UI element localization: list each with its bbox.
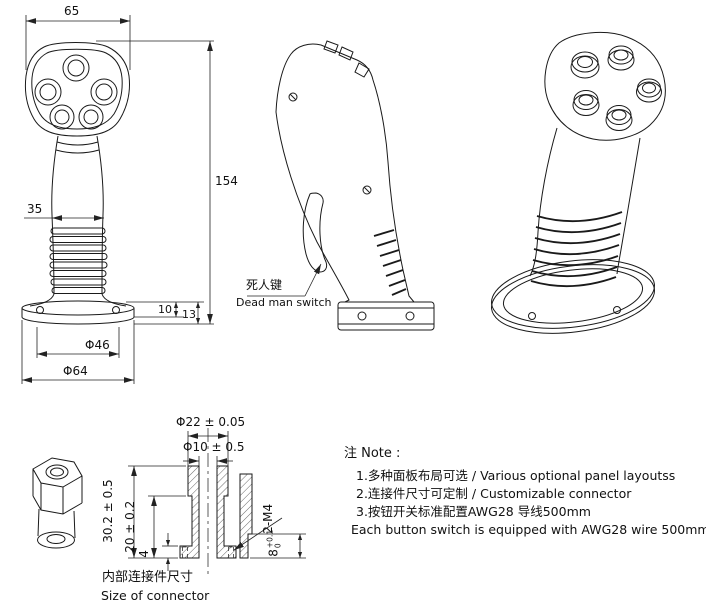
front-view	[21, 42, 135, 325]
notes-title: 注 Note :	[344, 446, 401, 461]
dead-man-switch-label-cn: 死人键	[246, 278, 283, 292]
dim-label-flange-height: 13	[182, 308, 196, 321]
front-view-dimensions	[21, 15, 214, 384]
note-line-2: 2.连接件尺寸可定制 / Customizable connector	[356, 486, 632, 501]
note-line-1: 1.多种面板布局可选 / Various optional panel layo…	[356, 468, 676, 483]
dim-label-base-diameter: Φ64	[63, 364, 88, 378]
dim-tab-tolerance: +0.1 0	[265, 529, 283, 549]
connector-caption-en: Size of connector	[101, 588, 210, 603]
connector-caption-cn: 内部连接件尺寸	[102, 570, 194, 585]
dim-label-tab-height: 8 +0.1 0	[265, 529, 283, 557]
dim-label-bolt-circle: Φ46	[85, 338, 110, 352]
dim-label-total-height: 154	[215, 174, 238, 188]
dead-man-switch-label-en: Dead man switch	[236, 296, 332, 309]
connector-3d-view	[32, 457, 83, 549]
dim-label-connector-body-height: 20 ± 0.2	[123, 500, 138, 553]
dim-label-flange-lip: 10	[158, 303, 172, 316]
dim-label-flange-thickness: 4	[137, 550, 152, 558]
note-line-4: Each button switch is equipped with AWG2…	[351, 522, 706, 537]
dim-label-connector-total-height: 30.2 ± 0.5	[101, 479, 116, 543]
dim-tab-value: 8	[266, 549, 281, 557]
connector-section-view	[128, 428, 306, 576]
dim-label-connector-bore: Φ10 ± 0.5	[183, 440, 245, 454]
dim-label-head-width: 65	[64, 4, 80, 18]
perspective-view	[491, 32, 666, 334]
dim-label-connector-od: Φ22 ± 0.05	[176, 415, 246, 429]
dim-label-grip-width: 35	[27, 202, 43, 216]
side-view	[247, 40, 435, 331]
note-line-3: 3.按钮开关标准配置AWG28 导线500mm	[356, 504, 591, 519]
